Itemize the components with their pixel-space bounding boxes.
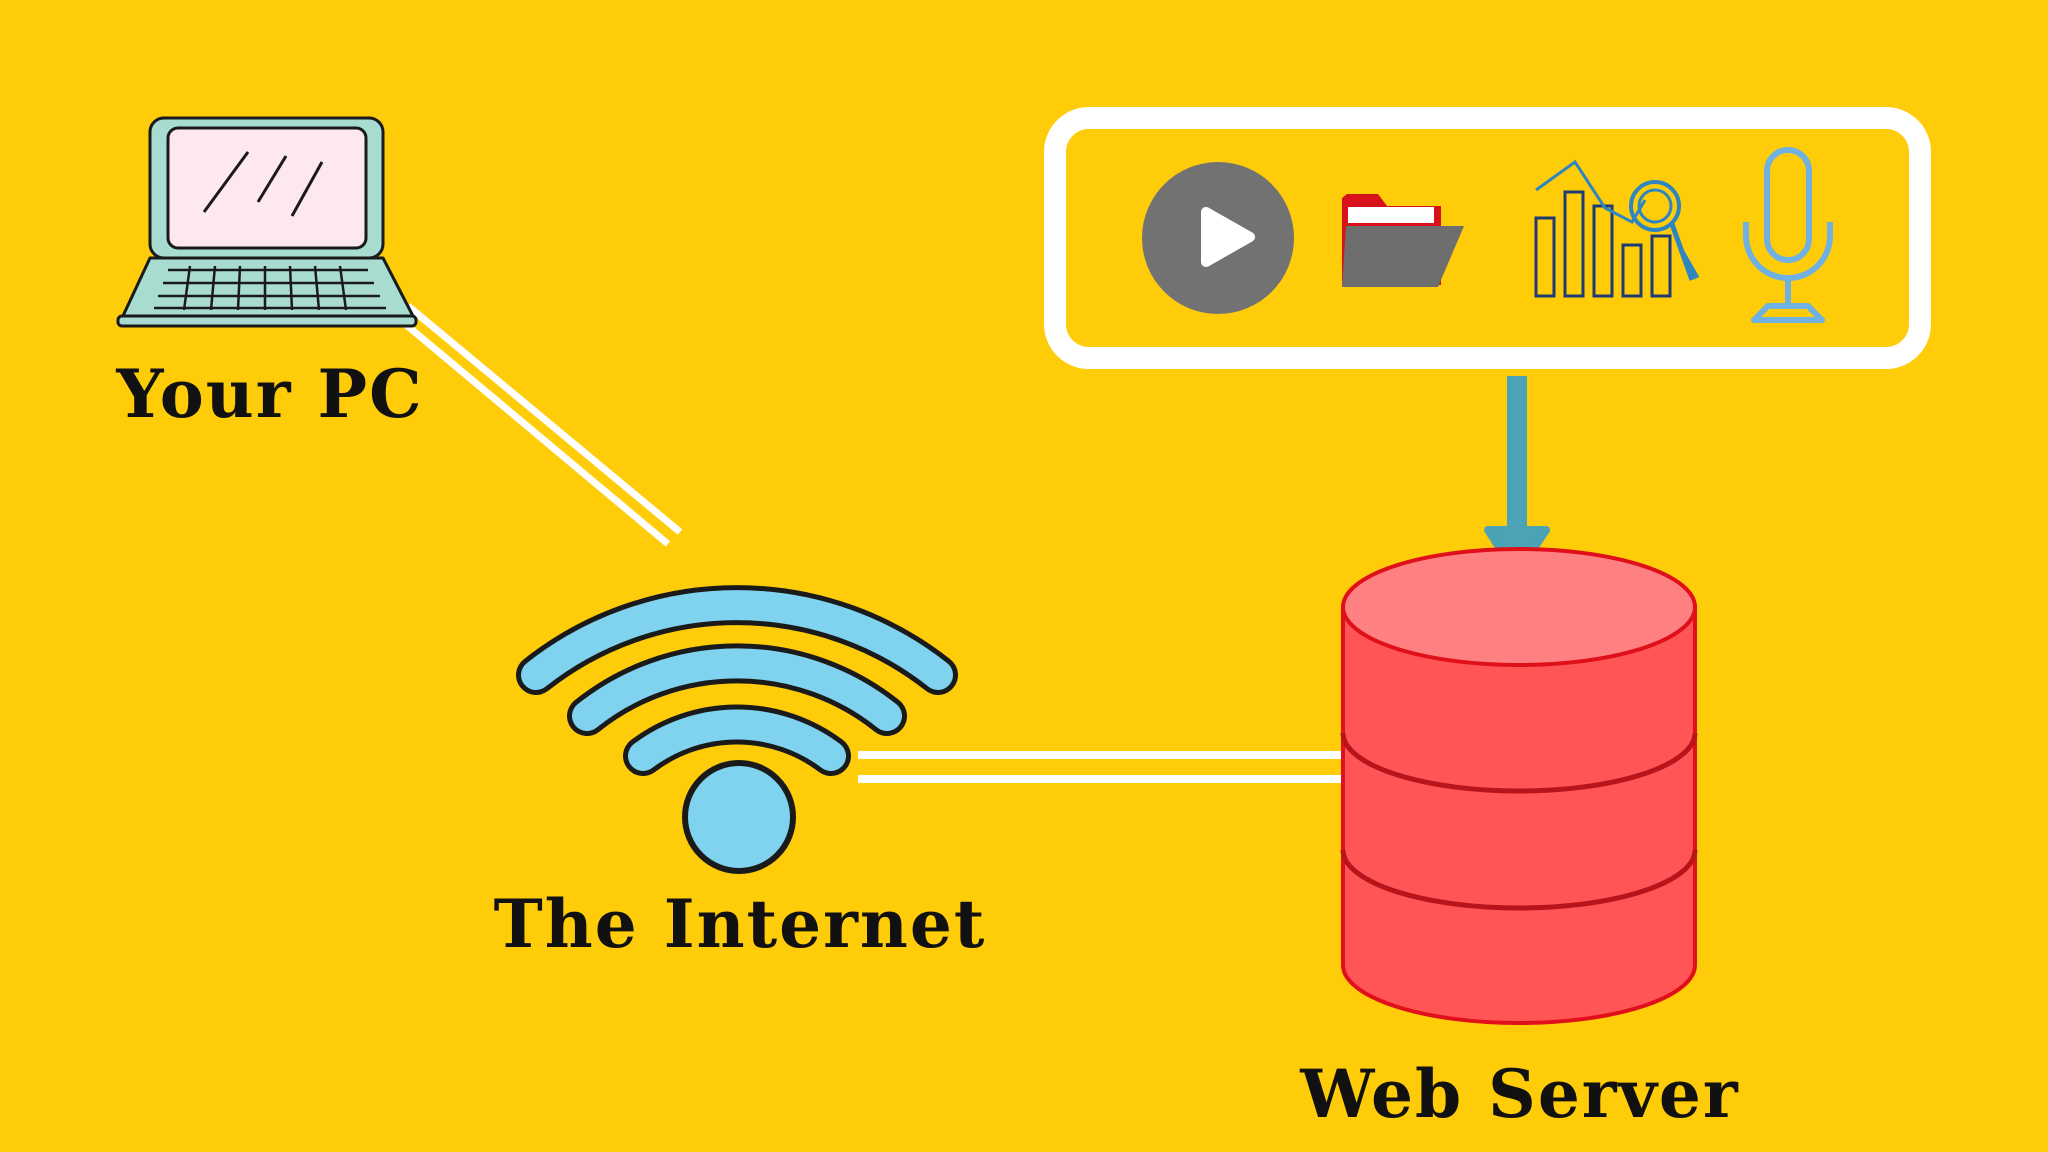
label-web-server: Web Server <box>1300 1055 1740 1133</box>
label-the-internet: The Internet <box>493 885 987 963</box>
microphone-icon <box>1743 147 1833 323</box>
wifi-icon <box>516 585 958 874</box>
database-icon <box>1340 547 1698 1025</box>
laptop-icon <box>116 116 418 328</box>
connection-internet-server <box>858 751 1345 783</box>
arrow-content-to-server <box>1484 376 1550 578</box>
content-box <box>1044 107 1931 369</box>
folder-icon <box>1342 194 1464 287</box>
play-button-icon <box>1142 162 1294 314</box>
connection-pc-internet <box>395 303 683 547</box>
chart-magnifier-icon <box>1534 159 1700 298</box>
label-your-pc: Your PC <box>116 355 424 433</box>
